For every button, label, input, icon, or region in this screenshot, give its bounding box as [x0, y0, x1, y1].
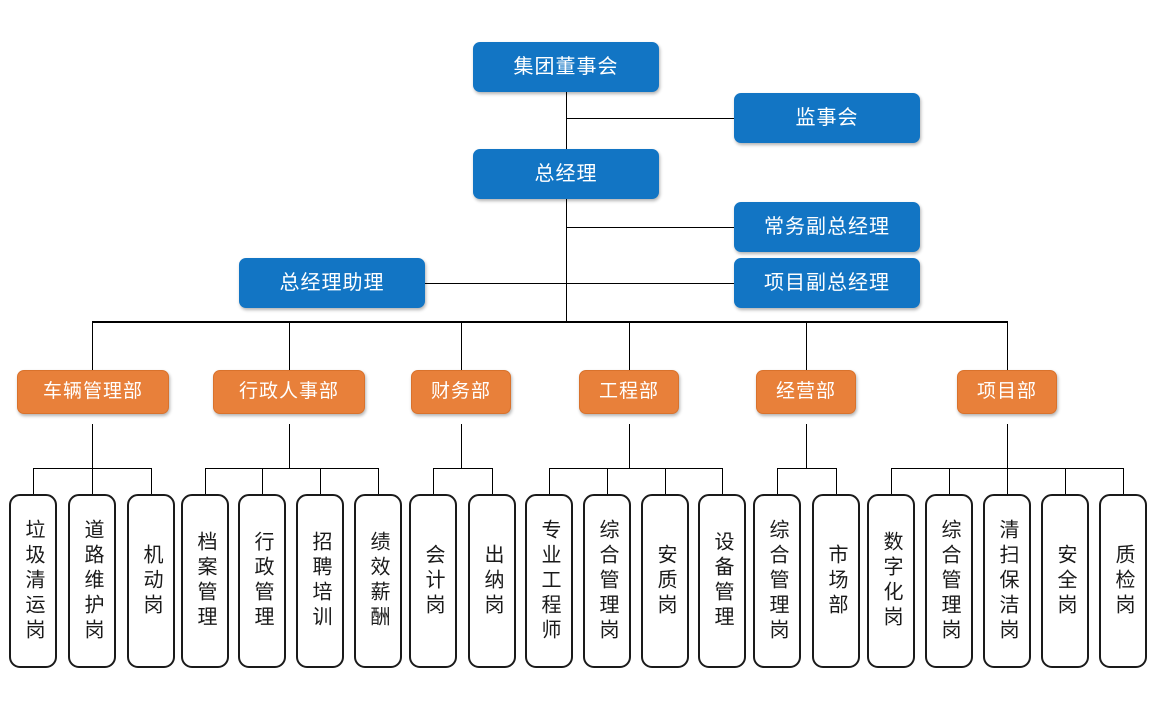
connector-dept-3-child-0	[549, 468, 550, 494]
leaf-label: 设备管理	[711, 531, 733, 631]
leaf-position-box[interactable]: 清扫保洁岗	[983, 494, 1031, 668]
connector-dept-1-child-1	[262, 468, 263, 494]
connector-gm-to-exec-deputy	[566, 227, 734, 228]
connector-dept-3-child-1	[607, 468, 608, 494]
leaf-position-box[interactable]: 招聘培训	[296, 494, 344, 668]
leaf-label: 会计岗	[422, 543, 444, 619]
leaf-position-box[interactable]: 垃圾清运岗	[9, 494, 57, 668]
leaf-label: 综合管理岗	[766, 518, 788, 644]
leaf-label: 招聘培训	[309, 531, 331, 631]
leaf-position-box[interactable]: 会计岗	[409, 494, 457, 668]
connector-board-to-gm	[566, 92, 567, 173]
node-department-admin-hr[interactable]: 行政人事部	[213, 370, 365, 414]
connector-dept-2-stem	[461, 424, 462, 468]
node-supervisory-board[interactable]: 监事会	[734, 93, 920, 143]
leaf-label: 市场部	[825, 543, 847, 619]
connector-bus-to-dept-1	[289, 321, 290, 370]
leaf-label: 综合管理岗	[596, 518, 618, 644]
connector-dept-3-bus	[549, 468, 722, 469]
leaf-position-box[interactable]: 机动岗	[127, 494, 175, 668]
node-department-finance[interactable]: 财务部	[411, 370, 511, 414]
connector-bus-to-dept-4	[806, 321, 807, 370]
connector-dept-3-child-2	[665, 468, 666, 494]
leaf-label: 质检岗	[1112, 543, 1134, 619]
connector-dept-5-child-4	[1123, 468, 1124, 494]
leaf-label: 机动岗	[140, 543, 162, 619]
leaf-label: 综合管理岗	[938, 518, 960, 644]
department-bus-line	[92, 321, 1008, 323]
leaf-position-box[interactable]: 安全岗	[1041, 494, 1089, 668]
leaf-position-box[interactable]: 综合管理岗	[753, 494, 801, 668]
connector-dept-2-child-0	[433, 468, 434, 494]
connector-dept-4-child-1	[836, 468, 837, 494]
leaf-position-box[interactable]: 出纳岗	[468, 494, 516, 668]
node-department-project[interactable]: 项目部	[957, 370, 1057, 414]
connector-dept-1-child-2	[320, 468, 321, 494]
leaf-position-box[interactable]: 道路维护岗	[68, 494, 116, 668]
connector-dept-2-bus	[433, 468, 492, 469]
node-general-manager[interactable]: 总经理	[473, 149, 659, 199]
leaf-position-box[interactable]: 档案管理	[181, 494, 229, 668]
connector-bus-to-dept-2	[461, 321, 462, 370]
leaf-label: 安全岗	[1054, 543, 1076, 619]
leaf-label: 绩效薪酬	[367, 531, 389, 631]
connector-dept-1-child-3	[378, 468, 379, 494]
leaf-position-box[interactable]: 综合管理岗	[583, 494, 631, 668]
connector-gm-to-assistant	[425, 283, 566, 284]
leaf-label: 档案管理	[194, 531, 216, 631]
connector-dept-5-child-0	[891, 468, 892, 494]
connector-dept-1-stem	[289, 424, 290, 468]
connector-dept-0-child-0	[33, 468, 34, 494]
connector-dept-1-bus	[205, 468, 378, 469]
connector-dept-3-stem	[629, 424, 630, 468]
leaf-position-box[interactable]: 综合管理岗	[925, 494, 973, 668]
connector-dept-4-stem	[806, 424, 807, 468]
leaf-label: 安质岗	[654, 543, 676, 619]
node-board-of-directors[interactable]: 集团董事会	[473, 42, 659, 92]
leaf-position-box[interactable]: 专业工程师	[525, 494, 573, 668]
leaf-label: 垃圾清运岗	[22, 518, 44, 644]
connector-dept-4-bus	[777, 468, 836, 469]
node-department-vehicle-management[interactable]: 车辆管理部	[17, 370, 169, 414]
leaf-label: 清扫保洁岗	[996, 518, 1018, 644]
connector-bus-to-dept-0	[92, 321, 93, 370]
connector-bus-to-dept-3	[629, 321, 630, 370]
node-project-deputy-manager[interactable]: 项目副总经理	[734, 258, 920, 308]
leaf-label: 道路维护岗	[81, 518, 103, 644]
node-general-manager-assistant[interactable]: 总经理助理	[239, 258, 425, 308]
connector-gm-to-supervisory-board	[566, 118, 734, 119]
connector-dept-5-child-3	[1065, 468, 1066, 494]
connector-dept-4-child-0	[777, 468, 778, 494]
leaf-position-box[interactable]: 绩效薪酬	[354, 494, 402, 668]
node-department-operations[interactable]: 经营部	[756, 370, 856, 414]
leaf-label: 数字化岗	[880, 531, 902, 631]
connector-dept-0-child-2	[151, 468, 152, 494]
connector-dept-0-child-1	[92, 468, 93, 494]
connector-dept-2-child-1	[492, 468, 493, 494]
node-department-engineering[interactable]: 工程部	[579, 370, 679, 414]
connector-gm-trunk	[566, 199, 567, 321]
connector-dept-0-stem	[92, 424, 93, 468]
connector-dept-5-child-2	[1007, 468, 1008, 494]
leaf-label: 专业工程师	[538, 518, 560, 644]
connector-dept-5-stem	[1007, 424, 1008, 468]
leaf-label: 行政管理	[251, 531, 273, 631]
connector-dept-1-child-0	[205, 468, 206, 494]
leaf-label: 出纳岗	[481, 543, 503, 619]
connector-bus-to-dept-5	[1007, 321, 1008, 370]
leaf-position-box[interactable]: 安质岗	[641, 494, 689, 668]
leaf-position-box[interactable]: 市场部	[812, 494, 860, 668]
connector-dept-5-child-1	[949, 468, 950, 494]
leaf-position-box[interactable]: 数字化岗	[867, 494, 915, 668]
leaf-position-box[interactable]: 设备管理	[698, 494, 746, 668]
connector-gm-to-project-deputy	[566, 283, 734, 284]
leaf-position-box[interactable]: 行政管理	[238, 494, 286, 668]
leaf-position-box[interactable]: 质检岗	[1099, 494, 1147, 668]
connector-dept-3-child-3	[722, 468, 723, 494]
node-executive-deputy-manager[interactable]: 常务副总经理	[734, 202, 920, 252]
